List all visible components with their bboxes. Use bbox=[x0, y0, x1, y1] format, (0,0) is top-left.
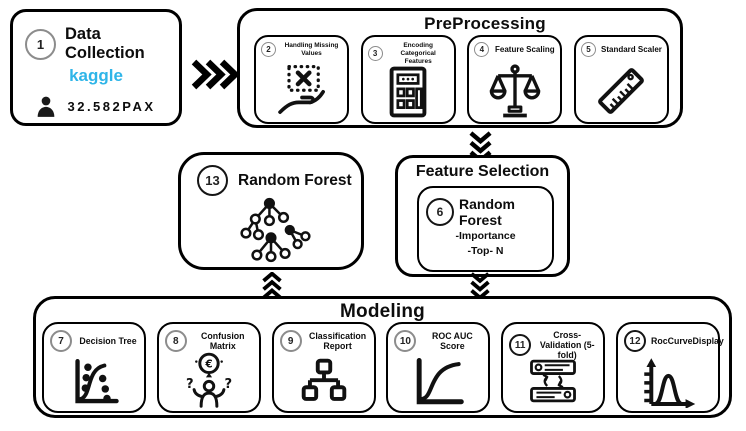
ruler-icon bbox=[576, 63, 667, 119]
step-label: ROC AUC Score bbox=[432, 330, 473, 351]
step-label: Confusion Matrix bbox=[201, 330, 245, 351]
step-number-badge: 1 bbox=[25, 28, 56, 60]
step-label: Feature Scaling bbox=[495, 44, 555, 54]
distribution-curve-icon bbox=[618, 356, 718, 408]
step-handling-missing-values: 2 Handling Missing Values bbox=[254, 35, 349, 124]
step-number-badge: 12 bbox=[623, 330, 646, 352]
method-detail-importance: -Importance bbox=[455, 230, 516, 242]
step-label: Decision Tree bbox=[79, 335, 137, 346]
confused-person-icon: € ? ? bbox=[159, 352, 259, 408]
feature-selection-method-box: 6 Random Forest -Importance -Top- N bbox=[417, 186, 554, 272]
record-count-label: 32.582PAX bbox=[67, 98, 156, 114]
step-classification-report: 9 Classification Report bbox=[271, 322, 376, 413]
step-roc-curve-display: 12 RocCurveDisplay bbox=[615, 322, 724, 413]
step-label: Classification Report bbox=[308, 330, 367, 351]
person-icon bbox=[36, 95, 56, 117]
data-collection-title: Data Collection bbox=[65, 25, 145, 62]
modeling-title: Modeling bbox=[340, 301, 425, 322]
feature-selection-box: Feature Selection 6 Random Forest -Impor… bbox=[395, 155, 570, 277]
step-number-badge: 11 bbox=[509, 334, 532, 357]
roc-curve-icon bbox=[388, 356, 488, 408]
step-number-badge: 5 bbox=[580, 42, 596, 57]
step-label: RocCurveDisplay bbox=[650, 335, 724, 346]
step-number-badge: 13 bbox=[197, 165, 228, 196]
step-standard-scaler: 5 Standard Scaler bbox=[573, 35, 669, 124]
method-title: Random Forest bbox=[459, 196, 515, 228]
svg-text:?: ? bbox=[224, 377, 232, 392]
data-collection-box: 1 Data Collection kaggle 32.582PAX bbox=[10, 9, 182, 126]
random-forest-title: Random Forest bbox=[238, 171, 352, 189]
step-number-badge: 2 bbox=[261, 42, 276, 58]
flow-arrow-up-icon bbox=[261, 272, 283, 299]
tree-network-icon bbox=[181, 194, 361, 266]
svg-text:?: ? bbox=[186, 377, 194, 392]
step-confusion-matrix: 8 Confusion Matrix € ? ? bbox=[156, 322, 261, 413]
step-number-badge: 4 bbox=[474, 42, 490, 57]
step-number-badge: 7 bbox=[50, 330, 72, 352]
kaggle-source-label: kaggle bbox=[69, 66, 123, 85]
step-number-badge: 9 bbox=[279, 330, 302, 352]
feature-selection-title: Feature Selection bbox=[415, 163, 550, 180]
preprocessing-title: PreProcessing bbox=[424, 14, 546, 33]
flow-arrow-right-icon bbox=[191, 58, 237, 91]
balance-scale-icon bbox=[469, 63, 560, 119]
step-number-badge: 3 bbox=[367, 46, 383, 62]
step-number-badge: 10 bbox=[394, 330, 417, 352]
step-cross-validation: 11 Cross-Validation (5-fold) bbox=[501, 322, 606, 413]
step-feature-scaling: 4 Feature Scaling bbox=[467, 35, 563, 124]
flow-arrow-down-icon bbox=[469, 272, 491, 299]
shuffle-rows-icon bbox=[503, 357, 603, 405]
method-detail-top-n: -Top- N bbox=[467, 244, 504, 257]
random-forest-box: 13 Random Forest bbox=[178, 152, 364, 270]
svg-text:€: € bbox=[204, 358, 212, 370]
step-number-badge: 6 bbox=[426, 198, 454, 226]
step-label: Standard Scaler bbox=[601, 44, 662, 54]
step-number-badge: 8 bbox=[164, 330, 187, 352]
step-label: Handling Missing Values bbox=[284, 42, 339, 57]
preprocessing-box: PreProcessing 2 Handling Missing Values bbox=[237, 8, 683, 128]
step-label: Cross-Validation (5-fold) bbox=[539, 330, 595, 361]
decision-tree-icon bbox=[44, 356, 144, 408]
missing-values-icon bbox=[256, 63, 347, 119]
calculator-icon bbox=[363, 65, 454, 119]
hierarchy-icon bbox=[274, 357, 374, 405]
modeling-box: Modeling 7 Decision Tree bbox=[33, 296, 732, 418]
step-encoding-categorical: 3 Encoding Categorical Features bbox=[360, 35, 456, 124]
step-roc-auc-score: 10 ROC AUC Score bbox=[386, 322, 491, 413]
step-decision-tree: 7 Decision Tree bbox=[42, 322, 146, 413]
step-label: Encoding Categorical Features bbox=[400, 42, 436, 65]
